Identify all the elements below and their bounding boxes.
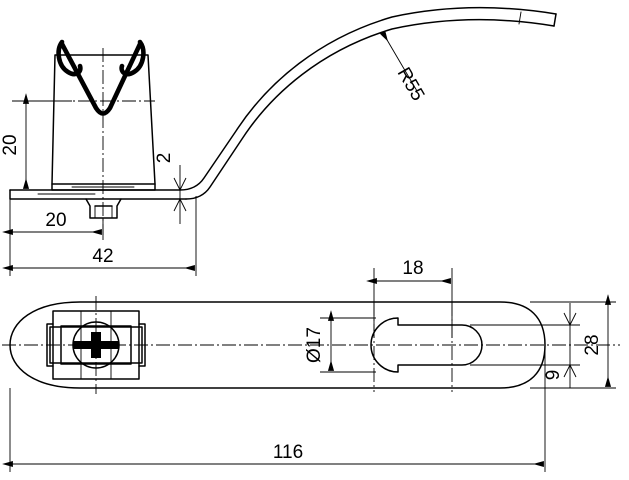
dimension-thickness-2-text: 2 [154, 153, 175, 164]
dimension-radius-r55-text: R55 [393, 64, 429, 105]
bent-arm-end-seam [518, 11, 522, 25]
dimension-plate-length-116-text: 116 [273, 442, 303, 463]
screw-cross-slot-inner [87, 336, 105, 354]
dimension-slot-offset-18-text: 18 [402, 258, 423, 279]
dimension-thickness-2: 2 [154, 153, 187, 224]
plan-bottom-view: 18 Ø17 9 28 [2, 258, 620, 472]
fastener-nut-profile [85, 198, 122, 219]
keyhole-slot-inner-arc [370, 317, 399, 373]
base-plate-left-end [9, 189, 187, 200]
dimension-radius-r55: R55 [379, 30, 429, 105]
dimension-offset-20: 20 [2, 199, 104, 240]
bent-arm-inner-profile [185, 18, 555, 200]
dimension-plate-width-28: 28 [530, 294, 616, 389]
spring-hook-left [56, 39, 83, 77]
dimension-hole-diameter-17: Ø17 [304, 310, 376, 373]
clip-bracket-left [46, 323, 54, 367]
dimension-height-20: 20 [0, 93, 72, 191]
side-elevation-view: R55 20 2 20 [0, 6, 557, 276]
plate-outline [9, 301, 546, 389]
dimension-plate-length-116: 116 [2, 345, 546, 472]
bent-arm-end-cap [553, 13, 557, 27]
dimension-slot-width-9: 9 [470, 303, 580, 388]
dimension-height-20-text: 20 [0, 134, 21, 155]
spring-hook-right [119, 39, 146, 77]
dimension-offset-20-text: 20 [45, 210, 66, 231]
clip-bracket-right [138, 323, 146, 367]
spring-v-body [59, 41, 143, 116]
bent-arm-outer-profile [179, 6, 557, 191]
dimension-width-42-text: 42 [92, 246, 113, 267]
dimension-width-42: 42 [2, 196, 197, 276]
dimension-slot-width-9-text: 9 [543, 370, 564, 381]
dimension-slot-offset-18: 18 [366, 258, 453, 338]
dimension-plate-width-28-text: 28 [582, 334, 603, 355]
dimension-hole-diameter-17-text: Ø17 [304, 327, 325, 363]
